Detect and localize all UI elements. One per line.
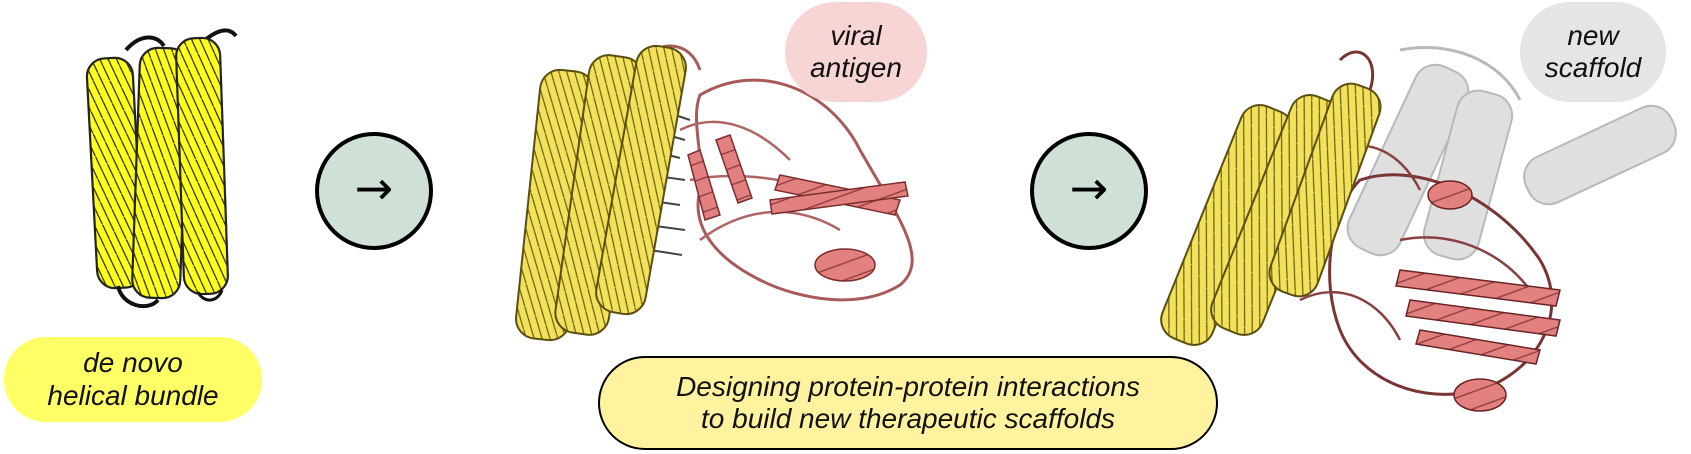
antigen-label: viral antigen: [785, 2, 927, 102]
step-arrow-1: →: [315, 132, 433, 250]
antigen-label-line-2: antigen: [810, 52, 902, 83]
antigen-label-line-1: viral: [830, 19, 882, 51]
scaffold-label: new scaffold: [1520, 2, 1666, 102]
bundle-label-line-1: de novo: [83, 347, 183, 379]
caption-label: Designing protein-protein interactions t…: [598, 356, 1218, 450]
caption-line-1: Designing protein-protein interactions: [676, 370, 1140, 402]
bundle-label-line-2: helical bundle: [47, 379, 219, 411]
scaffold-complex-structure: [1160, 45, 1677, 412]
antigen-complex-structure: [515, 44, 914, 342]
bundle-label: de novo helical bundle: [4, 337, 262, 422]
caption-line-2: to build new therapeutic scaffolds: [700, 403, 1116, 434]
step-arrow-2: →: [1030, 132, 1148, 250]
scaffold-ghost: [1346, 45, 1677, 261]
scaffold-label-line-2: scaffold: [1544, 52, 1642, 83]
scaffold-label-line-1: new: [1567, 19, 1619, 51]
arrow-right-icon: →: [1069, 161, 1109, 215]
arrow-right-icon: →: [354, 161, 394, 215]
helical-bundle-structure: [85, 28, 238, 309]
